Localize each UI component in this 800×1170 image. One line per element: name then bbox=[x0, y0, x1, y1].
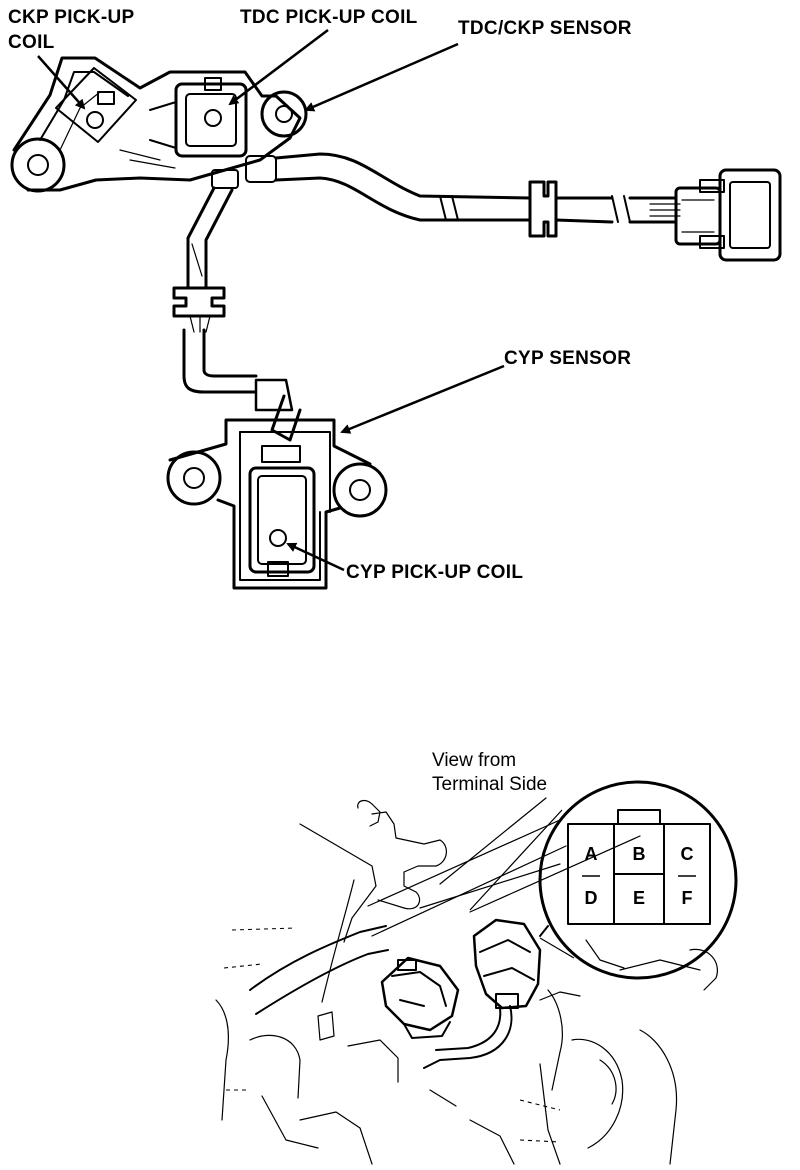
pin-a: A bbox=[585, 844, 598, 864]
pin-f: F bbox=[682, 888, 693, 908]
pin-b: B bbox=[633, 844, 646, 864]
view-label-line2: Terminal Side bbox=[432, 774, 547, 795]
ckp-coil-label-line1: CKP PICK-UP bbox=[8, 7, 134, 28]
cyp-coil-label: CYP PICK-UP COIL bbox=[346, 562, 523, 583]
ckp-coil-label-line2: COIL bbox=[8, 32, 55, 53]
harness-connector bbox=[674, 168, 782, 262]
pin-c: C bbox=[681, 844, 694, 864]
cyp-sensor-arrow bbox=[340, 364, 505, 434]
main-harness-cable bbox=[274, 152, 681, 238]
pin-e: E bbox=[633, 888, 645, 908]
cyp-coil-arrow bbox=[286, 542, 345, 572]
cyp-sensor bbox=[166, 418, 388, 590]
pin-d: D bbox=[585, 888, 598, 908]
tdc-ckp-sensor-assembly bbox=[10, 56, 308, 193]
cyp-sensor-label: CYP SENSOR bbox=[504, 348, 631, 369]
terminal-view-callout bbox=[469, 780, 738, 980]
tdc-ckp-sensor-arrow bbox=[304, 42, 459, 112]
ckp-coil-arrow bbox=[37, 55, 86, 110]
tdc-ckp-sensor-label: TDC/CKP SENSOR bbox=[458, 18, 632, 39]
view-label-line1: View from bbox=[432, 750, 516, 771]
tdc-coil-label: TDC PICK-UP COIL bbox=[240, 7, 418, 28]
tdc-coil-arrow bbox=[228, 29, 329, 106]
cyp-harness-cable bbox=[172, 186, 302, 442]
engine-bay-drawing bbox=[215, 797, 718, 1165]
